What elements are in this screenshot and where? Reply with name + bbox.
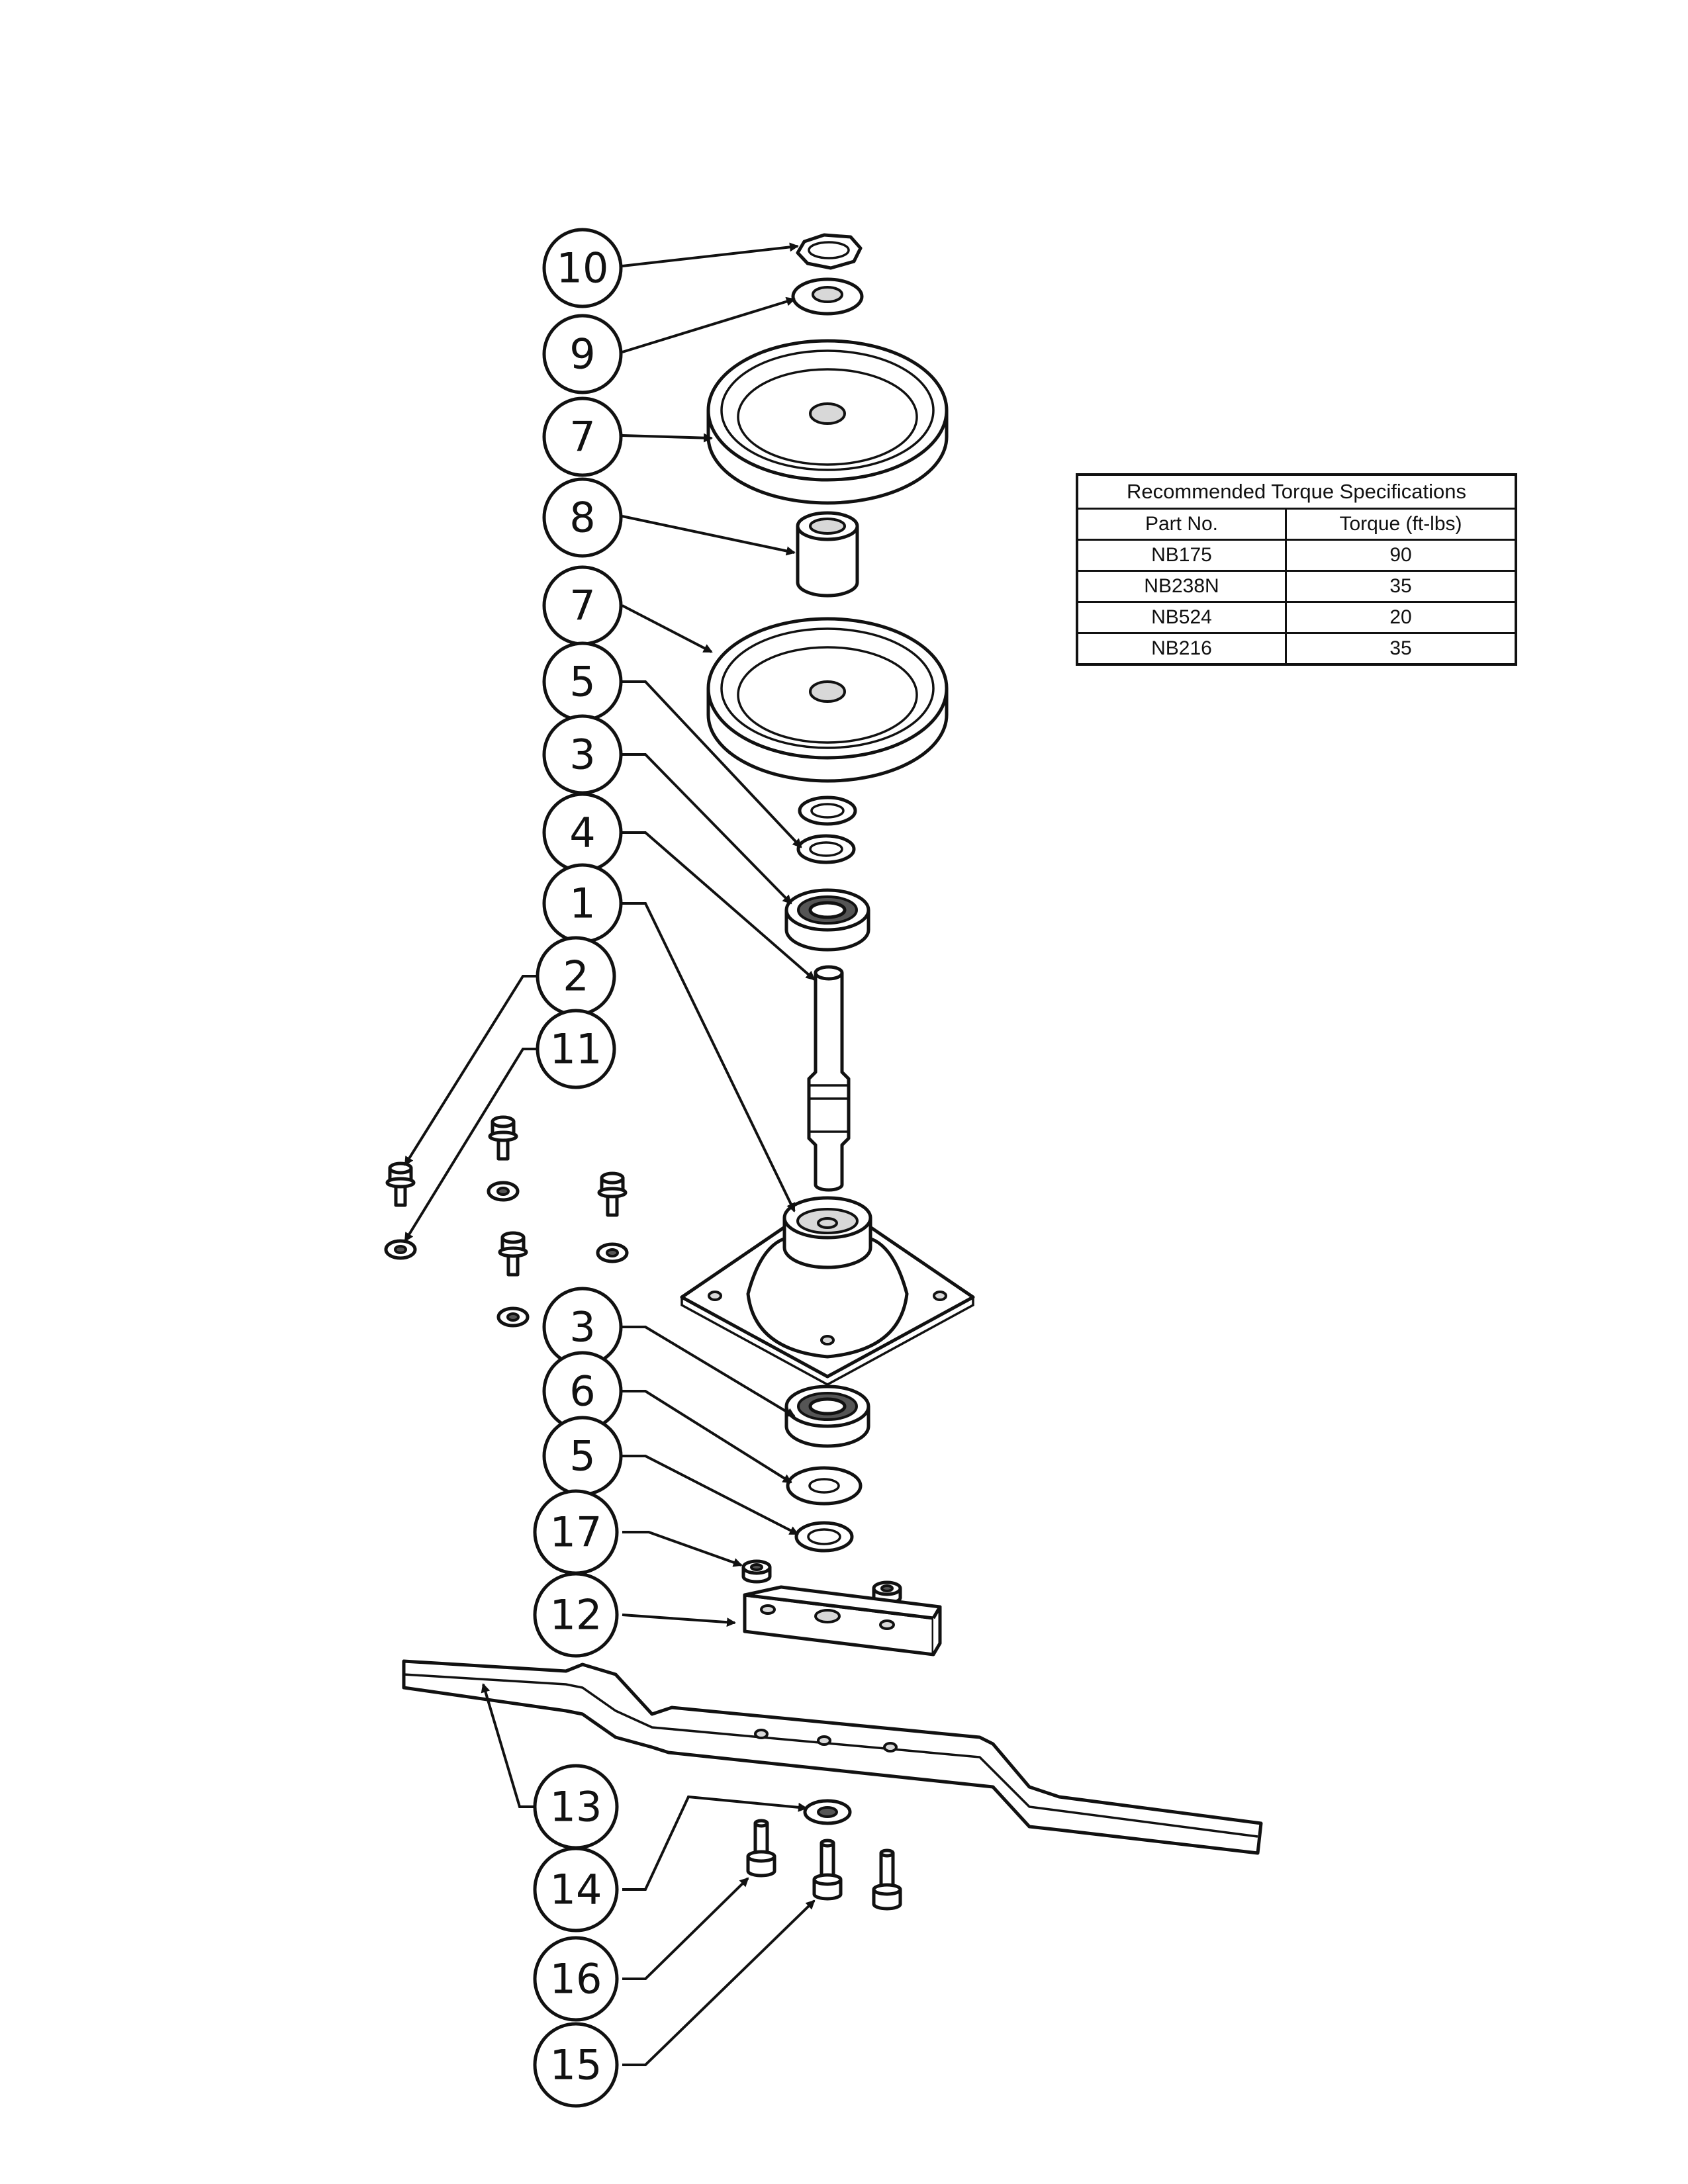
cell-torque: 20 (1285, 601, 1517, 634)
part-4-spindle-shaft (807, 965, 851, 1192)
callout-5-upper: 5 (542, 641, 623, 722)
callout-11: 11 (536, 1009, 616, 1089)
callout-3-lower: 3 (542, 1287, 623, 1367)
svg-text:13: 13 (550, 1783, 602, 1831)
header-part-no: Part No. (1076, 508, 1287, 541)
callout-6: 6 (542, 1351, 623, 1432)
svg-text:6: 6 (569, 1367, 595, 1416)
part-11-nuts (384, 1181, 629, 1328)
part-3-lower-bearing (784, 1385, 870, 1448)
callout-13: 13 (533, 1764, 619, 1850)
cell-torque: 90 (1285, 539, 1517, 572)
table-header-row: Part No. Torque (ft-lbs) (1076, 508, 1517, 541)
svg-text:9: 9 (569, 330, 595, 379)
svg-text:3: 3 (569, 731, 595, 779)
callout-5-lower: 5 (542, 1416, 623, 1496)
callout-17: 17 (533, 1489, 619, 1575)
svg-text:5: 5 (569, 658, 595, 706)
table-title: Recommended Torque Specifications (1076, 473, 1517, 510)
svg-text:5: 5 (569, 1432, 595, 1480)
callout-1: 1 (542, 863, 623, 944)
callout-12: 12 (533, 1572, 619, 1658)
callout-16: 16 (533, 1936, 619, 2022)
table-title-row: Recommended Torque Specifications (1076, 473, 1517, 510)
part-10-hex-nut (796, 233, 863, 270)
part-7-upper-pulley (706, 339, 949, 505)
part-15-bolts (812, 1839, 902, 1911)
part-12-adapter-plate (743, 1585, 942, 1657)
cell-part: NB524 (1076, 601, 1287, 634)
svg-text:14: 14 (550, 1866, 602, 1914)
part-5-upper-washers (796, 796, 857, 864)
callout-8: 8 (542, 477, 623, 558)
svg-text:7: 7 (569, 413, 595, 461)
callout-2: 2 (536, 936, 616, 1017)
callout-15: 15 (533, 2022, 619, 2108)
callout-4: 4 (542, 792, 623, 873)
callout-14: 14 (533, 1846, 619, 1933)
svg-text:7: 7 (569, 582, 595, 630)
callout-10: 10 (542, 228, 623, 308)
svg-text:1: 1 (569, 880, 595, 928)
part-9-washer (791, 277, 864, 316)
svg-text:8: 8 (569, 494, 595, 542)
cell-part: NB216 (1076, 632, 1287, 666)
svg-text:16: 16 (550, 1955, 602, 2003)
part-2-bolts (385, 1115, 628, 1277)
svg-text:3: 3 (569, 1303, 595, 1351)
part-17-nuts (741, 1559, 902, 1605)
callout-7-lower: 7 (542, 565, 623, 646)
callout-3-upper: 3 (542, 714, 623, 795)
part-5-lower-washer (794, 1521, 854, 1553)
svg-text:12: 12 (550, 1591, 602, 1639)
torque-spec-table: Recommended Torque Specifications Part N… (1076, 473, 1517, 666)
part-13-blade (402, 1659, 1263, 1855)
header-torque: Torque (ft-lbs) (1285, 508, 1517, 541)
svg-text:11: 11 (550, 1025, 602, 1073)
cell-part: NB238N (1076, 570, 1287, 603)
part-6-washer (786, 1466, 863, 1506)
callout-7-upper: 7 (542, 396, 623, 477)
part-1-spindle-housing (680, 1196, 975, 1386)
table-row: NB175 90 (1076, 539, 1517, 572)
svg-text:15: 15 (550, 2041, 602, 2089)
part-7-lower-pulley (706, 617, 949, 783)
svg-text:4: 4 (569, 809, 595, 857)
part-16-bolt (746, 1819, 776, 1878)
leader-lines (404, 242, 816, 2066)
callout-9: 9 (542, 314, 623, 394)
svg-text:10: 10 (557, 244, 609, 293)
svg-text:2: 2 (563, 952, 588, 1001)
part-14-washer (803, 1799, 852, 1825)
table-row: NB524 20 (1076, 601, 1517, 634)
table-row: NB238N 35 (1076, 570, 1517, 603)
cell-part: NB175 (1076, 539, 1287, 572)
part-8-spacer (796, 511, 859, 598)
table-row: NB216 35 (1076, 632, 1517, 666)
part-3-upper-bearing (784, 888, 870, 952)
svg-text:17: 17 (550, 1508, 602, 1557)
cell-torque: 35 (1285, 570, 1517, 603)
cell-torque: 35 (1285, 632, 1517, 666)
